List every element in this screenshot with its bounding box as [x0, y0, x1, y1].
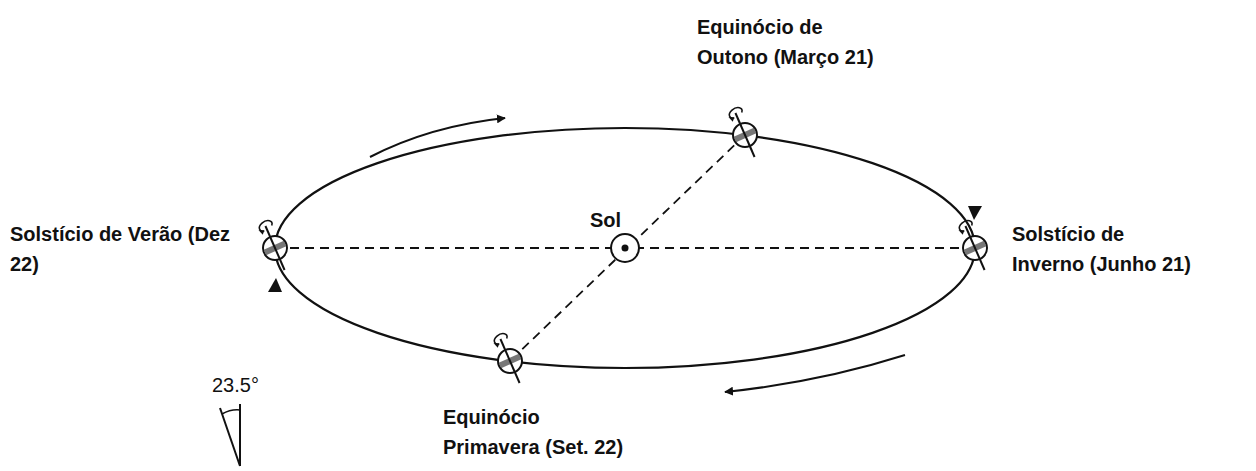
orbit-arrowhead [268, 278, 282, 292]
orbit-ellipse [275, 128, 975, 368]
solstice-label: Solstício de Verão (Dez 22) [10, 219, 235, 279]
earth-symbol [491, 332, 526, 386]
sun-symbol [611, 234, 639, 262]
equinox-label: Equinócio de Outono (Março 21) [697, 12, 877, 72]
angle-label: 23.5° [212, 370, 259, 400]
orbit-arrowhead [968, 206, 982, 220]
tilt-angle [220, 404, 240, 466]
direction-arrow [370, 118, 505, 157]
equinox-line [510, 135, 745, 361]
earth-symbol [956, 219, 991, 273]
earth-symbol [726, 106, 761, 160]
equinox-label: Equinócio Primavera (Set. 22) [443, 402, 626, 462]
solstice-label: Solstício de Inverno (Junho 21) [1012, 219, 1193, 279]
direction-arrow [725, 355, 905, 392]
sun-label: Sol [590, 205, 621, 235]
earth-symbol [256, 219, 291, 273]
